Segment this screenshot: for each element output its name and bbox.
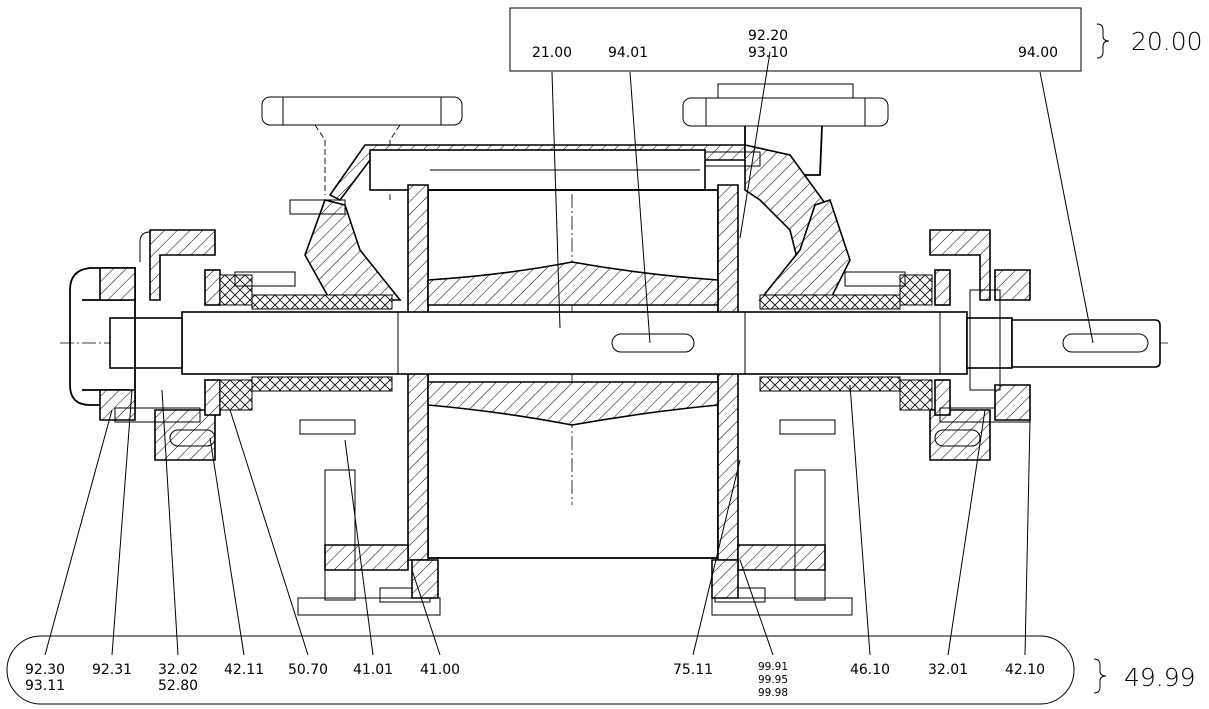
label-92-20: 92.20 bbox=[748, 28, 788, 44]
right-bearing-housing bbox=[704, 151, 1031, 461]
label-94-00: 94.00 bbox=[1018, 45, 1058, 61]
suction-flange bbox=[261, 96, 463, 200]
label-46-10: 46.10 bbox=[850, 662, 890, 678]
label-42-10: 42.10 bbox=[1005, 662, 1045, 678]
label-32-01: 32.01 bbox=[928, 662, 968, 678]
top-group-label: 20.00 bbox=[1131, 27, 1203, 56]
left-bearing-housing bbox=[69, 199, 393, 461]
label-94-01: 94.01 bbox=[608, 45, 648, 61]
shaft bbox=[109, 311, 1161, 375]
impeller-hub-lower bbox=[427, 381, 719, 426]
label-42-11: 42.11 bbox=[224, 662, 264, 678]
top-label-frame bbox=[509, 7, 1082, 72]
label-32-02: 32.02 bbox=[158, 662, 198, 678]
label-99-95: 99.95 bbox=[758, 674, 788, 686]
bottom-label-frame bbox=[6, 635, 1075, 705]
label-52-80: 52.80 bbox=[158, 678, 198, 694]
leader-lines bbox=[44, 51, 1094, 656]
label-75-11: 75.11 bbox=[673, 662, 713, 678]
bottom-group-label: 49.99 bbox=[1124, 663, 1196, 692]
impeller-hub bbox=[427, 261, 719, 306]
top-group-brace bbox=[1096, 23, 1110, 59]
label-92-30: 92.30 bbox=[25, 662, 65, 678]
bottom-group-brace bbox=[1093, 658, 1107, 694]
label-41-00: 41.00 bbox=[420, 662, 460, 678]
label-50-70: 50.70 bbox=[288, 662, 328, 678]
label-41-01: 41.01 bbox=[353, 662, 393, 678]
casing bbox=[304, 144, 851, 301]
label-92-31: 92.31 bbox=[92, 662, 132, 678]
label-93-11: 93.11 bbox=[25, 678, 65, 694]
label-99-98: 99.98 bbox=[758, 687, 788, 699]
label-93-10: 93.10 bbox=[748, 45, 788, 61]
label-99-91: 99.91 bbox=[758, 661, 788, 673]
label-21-00: 21.00 bbox=[532, 45, 572, 61]
